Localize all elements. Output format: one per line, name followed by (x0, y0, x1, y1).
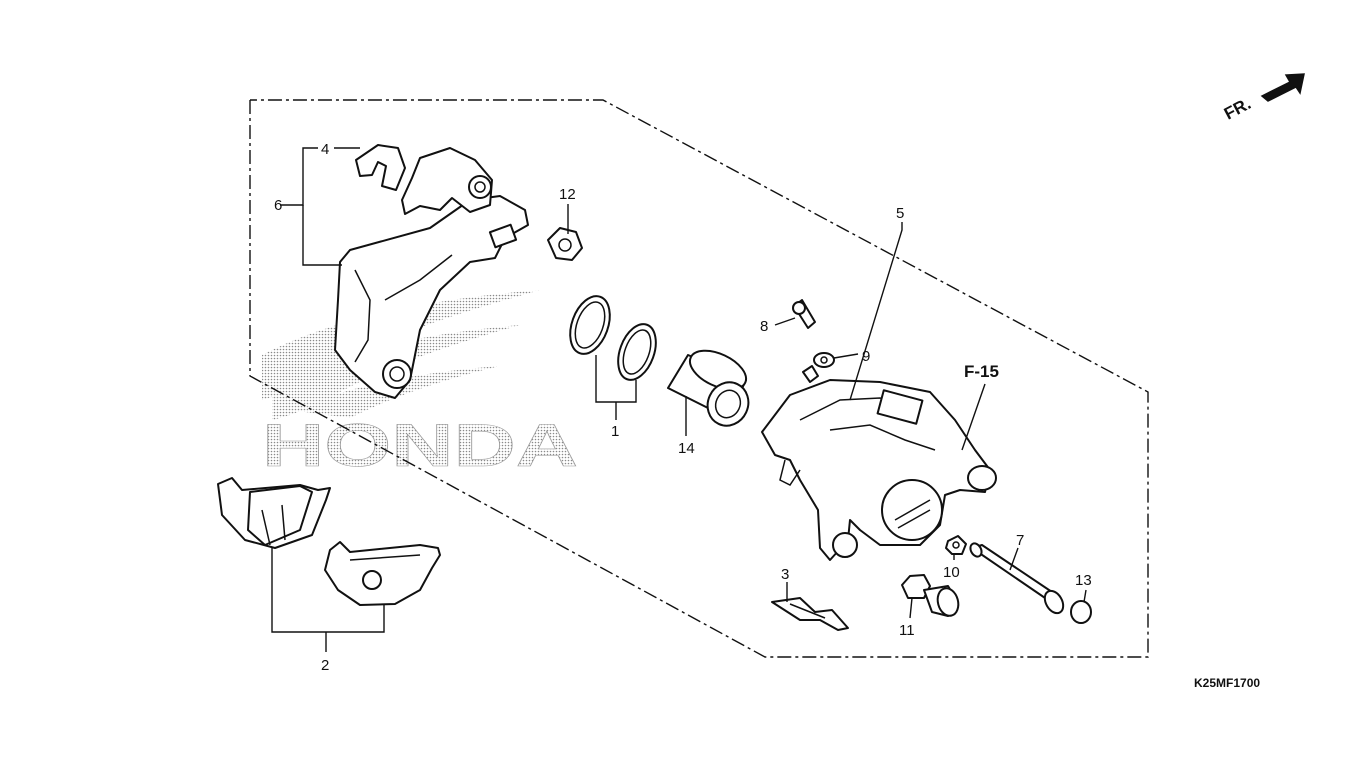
bleed-valve-cap (802, 352, 835, 383)
callout-10: 10 (943, 564, 960, 581)
callout-14: 14 (678, 440, 695, 457)
callout-7: 7 (1016, 532, 1024, 549)
piston-seal-set (569, 295, 657, 381)
bracket-boot (547, 227, 583, 261)
leader-lines (271, 147, 1087, 652)
assembly-boundary (249, 99, 1149, 658)
callout-11: 11 (899, 622, 915, 639)
front-direction-indicator: FR. (1221, 73, 1305, 124)
caliper-bracket (334, 147, 529, 399)
callout-12: 12 (559, 186, 576, 203)
front-arrow-icon (1260, 73, 1305, 102)
callout-5: 5 (896, 205, 904, 222)
pin-nut (945, 535, 967, 555)
callout-4: 4 (321, 141, 329, 158)
callout-6: 6 (274, 197, 282, 214)
caliper-piston (667, 349, 750, 427)
pad-retainer (771, 597, 849, 631)
callout-9: 9 (862, 348, 870, 365)
drawing-code: K25MF1700 (1194, 676, 1260, 690)
brake-pad-set (217, 477, 441, 606)
honda-watermark-text: HONDA (262, 412, 578, 479)
caliper-body (761, 379, 997, 561)
front-direction-label: FR. (1221, 94, 1254, 124)
callout-1: 1 (611, 423, 619, 440)
caliper-pin-bolt (901, 574, 960, 617)
pin-plug (1070, 600, 1092, 624)
figure-reference: F-15 (964, 362, 999, 381)
pad-spring (355, 144, 406, 191)
bleed-valve (792, 299, 816, 329)
callout-8: 8 (760, 318, 768, 335)
callout-2: 2 (321, 657, 329, 674)
pad-pin (969, 542, 1065, 615)
callout-3: 3 (781, 566, 789, 583)
callout-13: 13 (1075, 572, 1092, 589)
